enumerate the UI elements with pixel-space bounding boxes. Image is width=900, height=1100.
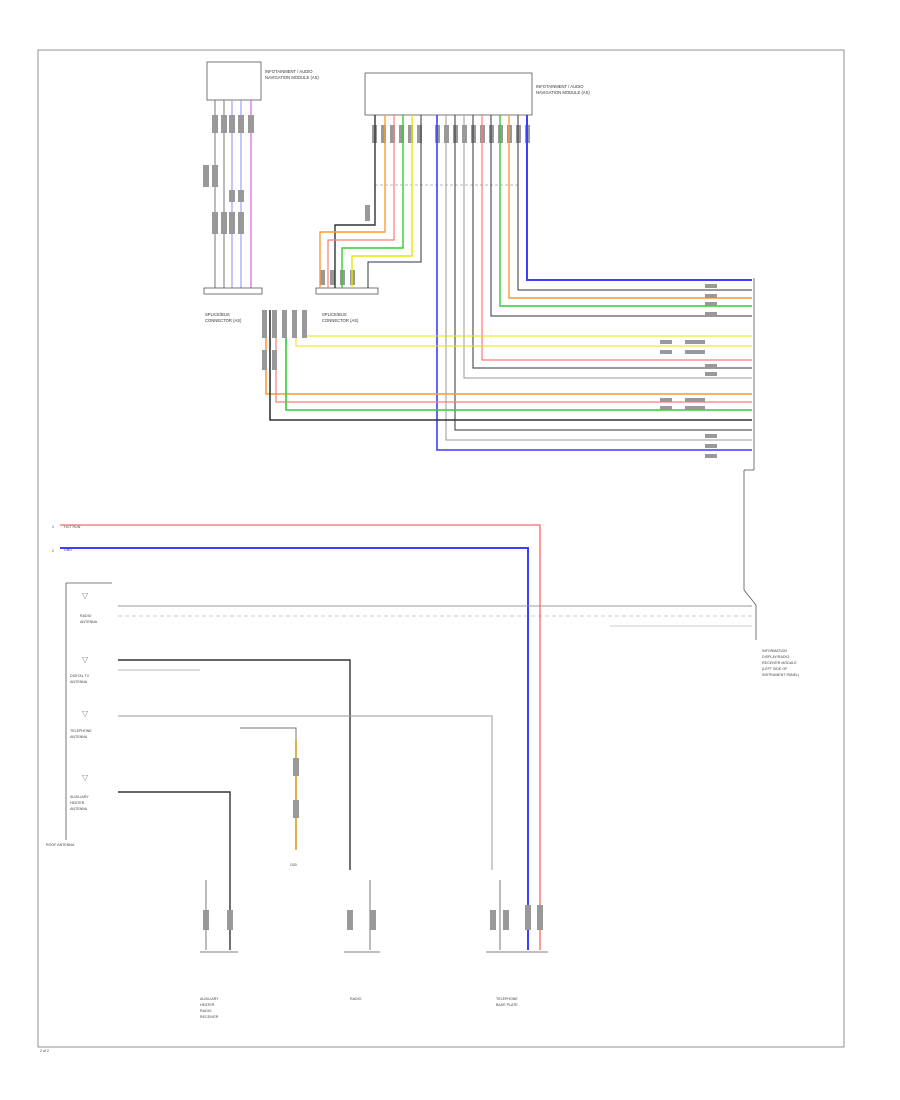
connector-mid-left-line2: CONNECTOR (AS): [205, 318, 242, 323]
diagram-frame: [37, 49, 845, 1048]
svg-text:1: 1: [52, 525, 54, 529]
right-module-line4: (LEFT SIDE OF: [762, 667, 788, 671]
connector-top-left: INFOTAINMENT / AUDIO NAVIGATION MODULE (…: [203, 61, 319, 323]
aux-receiver-line3: RADIO: [200, 1009, 212, 1013]
right-module-line3: RECEIVER MODULE: [762, 661, 797, 665]
telephone-line1: TELEPHONE: [496, 997, 518, 1001]
tv-antenna-line1: DIGITAL TV: [70, 674, 90, 678]
aux-antenna-line1: AUXILIARY: [70, 795, 89, 799]
aux-receiver-line1: AUXILIARY: [200, 997, 219, 1001]
svg-text:▽: ▽: [82, 591, 89, 600]
bottom-components: AUXILIARY HEATER RADIO RECEIVER RADIO TE…: [200, 880, 548, 1019]
radio-antenna: ▽ RADIO ANTENNA: [80, 591, 752, 627]
connector-top-right-line2: NAVIGATION MODULE (AS): [536, 90, 590, 95]
telephone-line2: BASE PLATE: [496, 1003, 518, 1007]
radio-antenna-line2: ANTENNA: [80, 620, 98, 624]
aux-receiver-line2: HEATER: [200, 1003, 215, 1007]
svg-text:▽: ▽: [82, 709, 89, 718]
telephone-antenna: ▽ TELEPHONE ANTENNA G00: [70, 709, 493, 870]
aux-antenna-line2: HEATER: [70, 801, 85, 805]
harness-wires: [262, 115, 752, 451]
power-feeds: 1 2 HOT RUN GND: [52, 524, 541, 950]
radio-component: RADIO: [344, 880, 380, 1001]
radio-label: RADIO: [350, 997, 362, 1001]
connector-top-right: INFOTAINMENT / AUDIO NAVIGATION MODULE (…: [364, 72, 590, 186]
right-module-line2: DISPLAY/RADIO: [762, 655, 789, 659]
telephone-base-plate: TELEPHONE BASE PLATE: [486, 880, 548, 1007]
roof-antenna-group: ROOF ANTENNA ▽ RADIO ANTENNA ▽ DIGITAL T…: [46, 582, 752, 950]
connector-mid-center-line1: SPLICE/BUS: [322, 312, 347, 317]
svg-text:▽: ▽: [82, 773, 89, 782]
page-tag: 2 of 2: [40, 1049, 49, 1053]
right-module-line1: INFORMATION: [762, 649, 787, 653]
radio-antenna-line1: RADIO: [80, 614, 92, 618]
digital-tv-antenna: ▽ DIGITAL TV ANTENNA: [70, 655, 351, 870]
connector-top-left-line2: NAVIGATION MODULE (AS): [265, 75, 319, 80]
aux-heater-receiver: AUXILIARY HEATER RADIO RECEIVER: [200, 880, 238, 1019]
aux-receiver-line4: RECEIVER: [200, 1015, 219, 1019]
aux-heater-antenna: ▽ AUXILIARY HEATER ANTENNA: [70, 773, 231, 950]
connector-mid-left-line1: SPLICE/BUS: [205, 312, 230, 317]
connector-top-right-line1: INFOTAINMENT / AUDIO: [536, 84, 584, 89]
connector-top-left-line1: INFOTAINMENT / AUDIO: [265, 69, 313, 74]
connector-mid-center: SPLICE/BUS CONNECTOR (AS): [315, 205, 379, 323]
roof-antenna-label: ROOF ANTENNA: [46, 843, 75, 847]
right-module-line5: INSTRUMENT PANEL): [762, 673, 799, 677]
telephone-antenna-line1: TELEPHONE: [70, 729, 92, 733]
top-left-wire-labels: [203, 115, 254, 234]
power-gnd-label: GND: [64, 548, 72, 552]
top-right-pins: [372, 125, 530, 143]
connector-mid-center-line2: CONNECTOR (AS): [322, 318, 359, 323]
telephone-antenna-line2: ANTENNA: [70, 735, 88, 739]
svg-text:▽: ▽: [82, 655, 89, 664]
right-module-terminals: INFORMATION DISPLAY/RADIO RECEIVER MODUL…: [660, 278, 799, 677]
ground-label: G00: [290, 863, 297, 867]
tv-antenna-line2: ANTENNA: [70, 680, 88, 684]
power-hot-label: HOT RUN: [64, 525, 81, 529]
svg-text:2: 2: [52, 549, 54, 553]
aux-antenna-line3: ANTENNA: [70, 807, 88, 811]
